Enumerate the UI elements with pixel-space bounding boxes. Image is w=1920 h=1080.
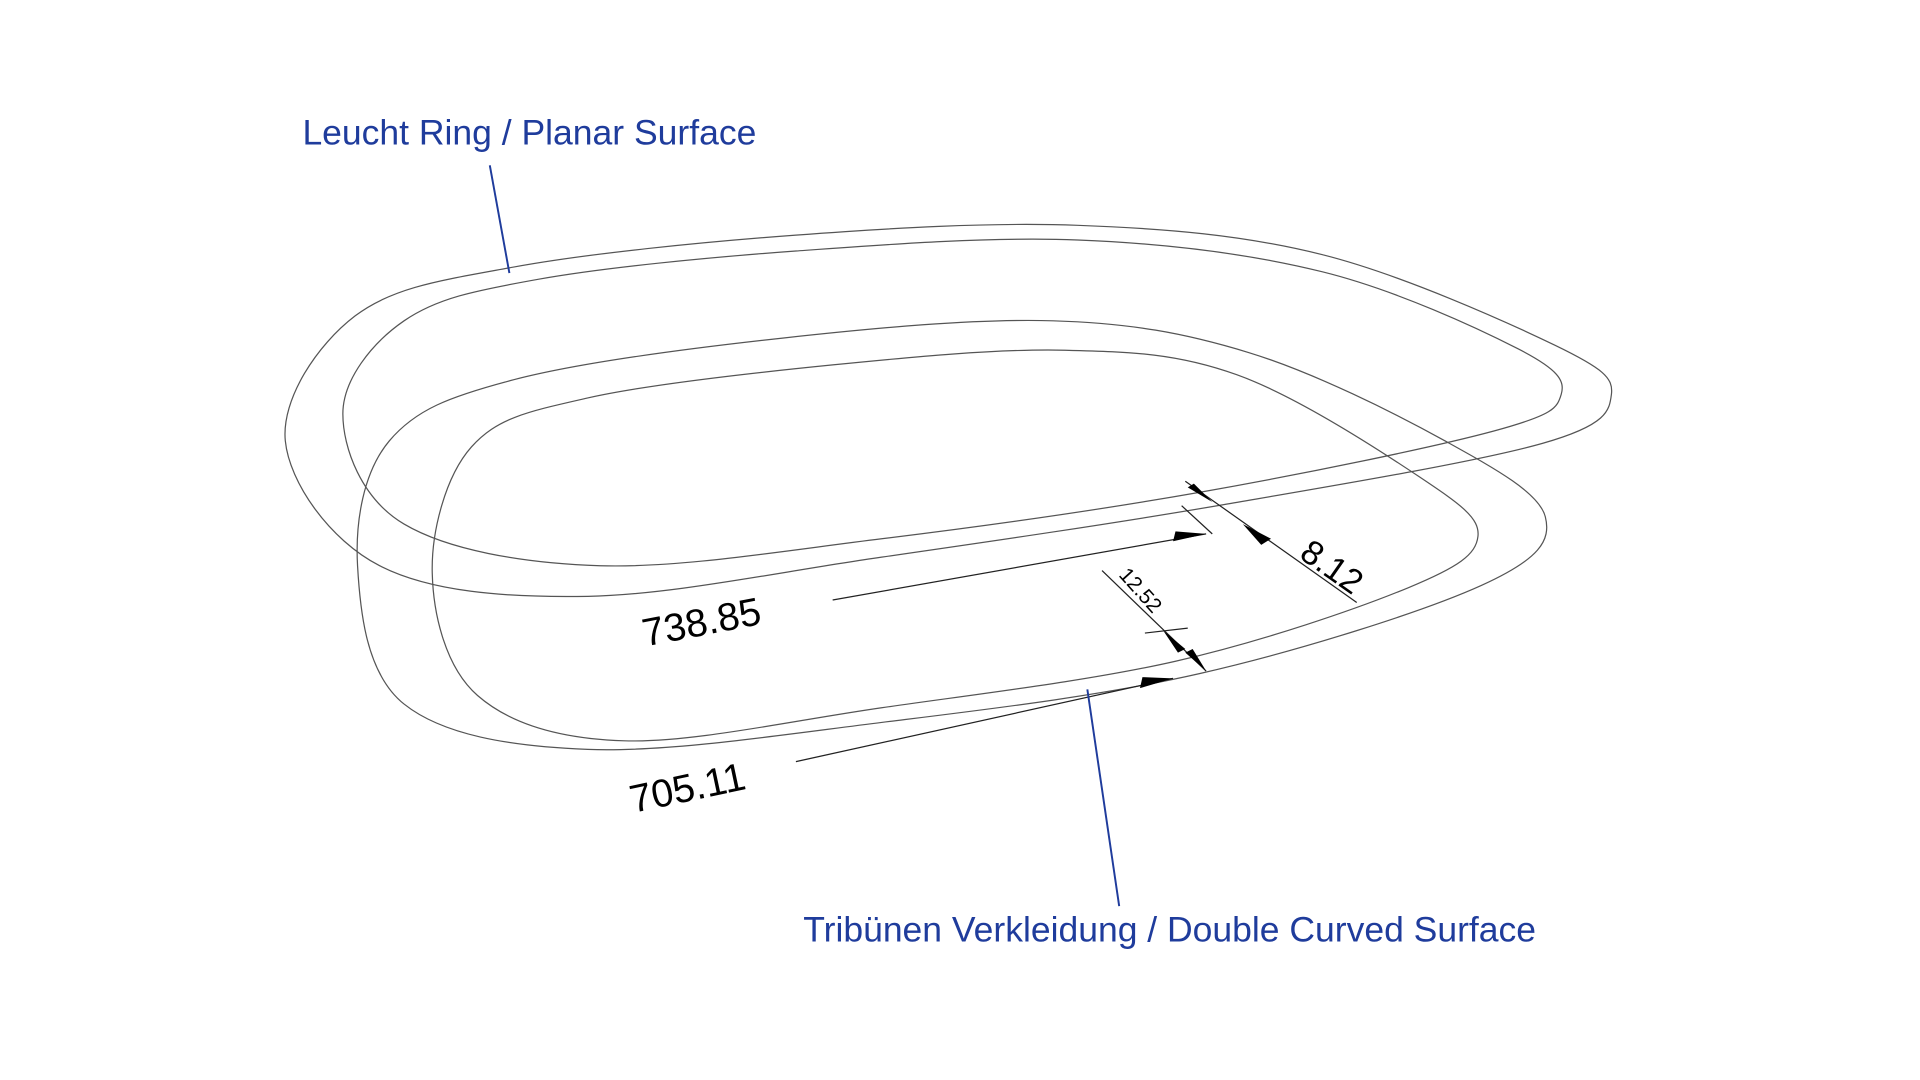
tribune-length-label: 705.11 <box>626 755 749 821</box>
tribune-width-arrow-icon <box>1163 630 1186 653</box>
ring-length-leader <box>832 533 1207 601</box>
ring-length-label: 738.85 <box>639 590 765 655</box>
tribune-length-arrow-icon <box>1140 677 1174 689</box>
tribune-leader <box>1086 689 1121 907</box>
leucht-ring-leader <box>488 165 511 274</box>
ring-width-dimension-line <box>1184 480 1358 603</box>
ring-width-arrow-icon <box>1242 524 1272 545</box>
tribune-width-extension <box>1144 627 1188 634</box>
tribune-width-arrow-icon <box>1185 648 1207 672</box>
ring-length-arrow-icon <box>1173 531 1207 542</box>
tribune-outer-edge <box>356 319 1548 751</box>
tribune-callout: Tribünen Verkleidung / Double Curved Sur… <box>803 910 1536 950</box>
ring-width-label: 8.12 <box>1293 533 1369 602</box>
ring-width-extension <box>1181 505 1213 535</box>
tribune-length-leader <box>795 677 1174 763</box>
leucht-ring-inner-edge <box>342 238 1563 567</box>
tribune-inner-edge <box>431 349 1479 742</box>
leucht-ring-outer-edge <box>284 223 1613 598</box>
ring-width-arrow-icon <box>1187 483 1213 503</box>
leucht-ring-callout: Leucht Ring / Planar Surface <box>302 112 756 152</box>
